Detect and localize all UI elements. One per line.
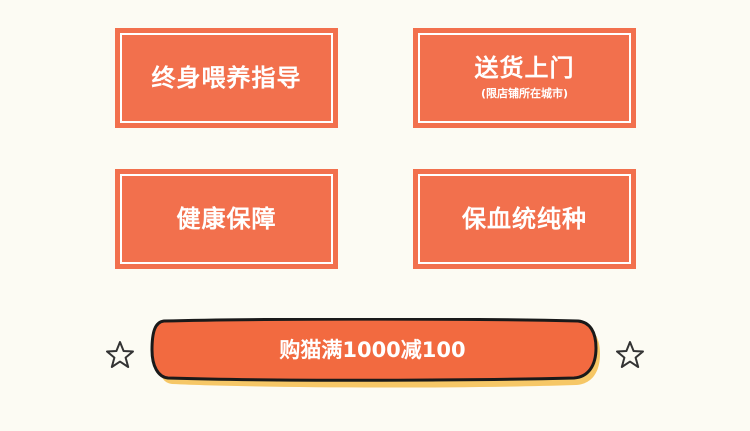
service-card-health-guarantee: 健康保障 xyxy=(115,169,338,269)
promo-banner[interactable]: 购猫满1000减100 xyxy=(150,318,602,390)
card-title: 保血统纯种 xyxy=(462,204,587,233)
banner-shape xyxy=(150,318,600,388)
card-title: 终身喂养指导 xyxy=(151,63,302,92)
card-inner-frame: 健康保障 xyxy=(120,174,333,264)
card-title: 送货上门 xyxy=(474,53,575,82)
card-inner-frame: 送货上门 (限店铺所在城市) xyxy=(418,33,631,123)
banner-text: 购猫满1000减100 xyxy=(279,338,466,362)
star-outline-icon xyxy=(616,341,644,368)
service-card-purebred: 保血统纯种 xyxy=(413,169,636,269)
card-title: 健康保障 xyxy=(176,204,277,233)
service-card-feeding-guidance: 终身喂养指导 xyxy=(115,28,338,128)
card-subtitle: (限店铺所在城市) xyxy=(480,87,569,101)
card-inner-frame: 终身喂养指导 xyxy=(120,33,333,123)
card-inner-frame: 保血统纯种 xyxy=(418,174,631,264)
star-outline-icon xyxy=(106,341,134,368)
service-card-home-delivery: 送货上门 (限店铺所在城市) xyxy=(413,28,636,128)
